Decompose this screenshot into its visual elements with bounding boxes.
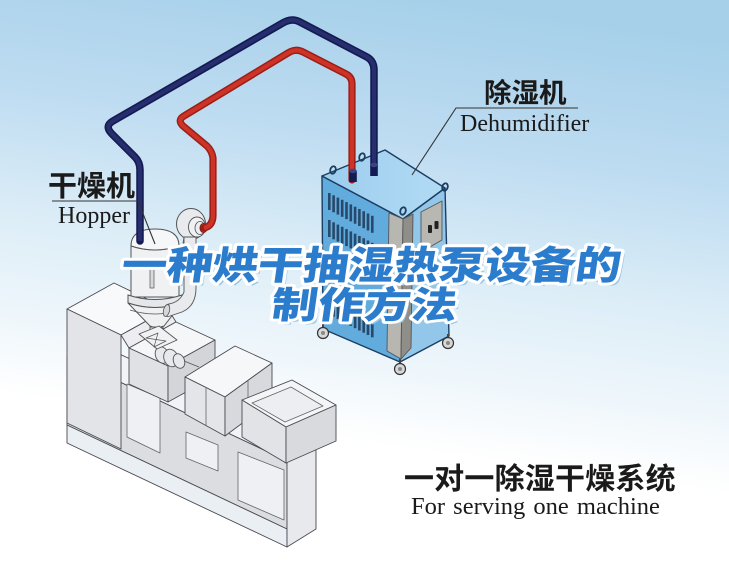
svg-text:For serving one machine: For serving one machine <box>411 493 660 520</box>
svg-text:Hopper: Hopper <box>58 203 130 229</box>
svg-text:Dehumidifier: Dehumidifier <box>460 111 589 137</box>
